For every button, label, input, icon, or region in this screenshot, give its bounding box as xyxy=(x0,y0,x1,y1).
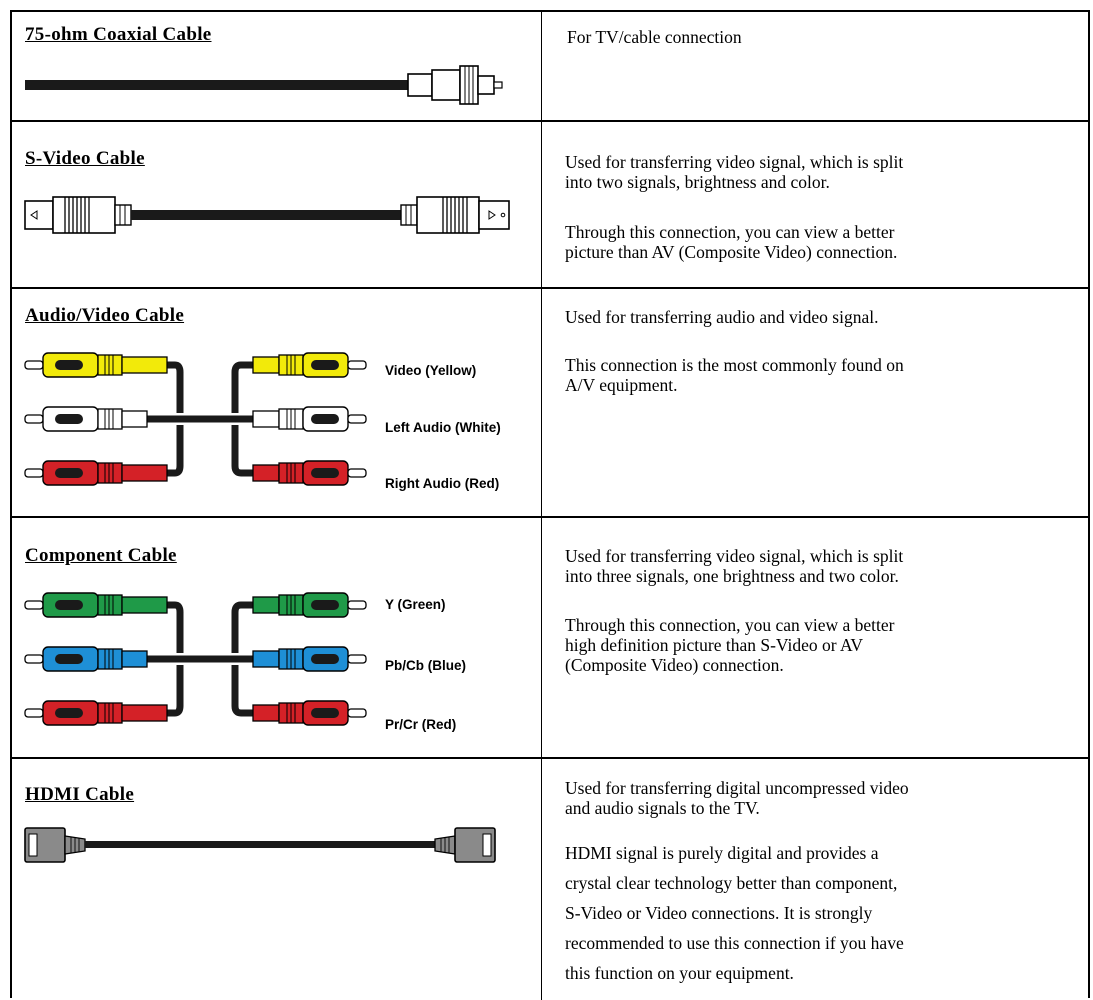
svideo-cable-illustration xyxy=(24,196,510,234)
left-plug-white xyxy=(24,406,148,432)
hdmi-description-2: HDMI signal is purely digital and provid… xyxy=(565,843,904,983)
left-plug-blue xyxy=(24,646,148,672)
right-plug-red xyxy=(252,460,367,486)
right-plug-green xyxy=(252,592,367,618)
svideo-title: S-Video Cable xyxy=(25,148,145,169)
left-plug-yellow xyxy=(24,352,168,378)
row-divider xyxy=(12,120,1090,122)
right-plug-blue xyxy=(252,646,367,672)
left-plug-green xyxy=(24,592,168,618)
row-divider xyxy=(12,516,1090,518)
component-title: Component Cable xyxy=(25,545,177,566)
component-label-pr: Pr/Cr (Red) xyxy=(385,717,457,732)
left-plug-red xyxy=(24,700,168,726)
cable-table xyxy=(10,10,1090,1000)
av-title: Audio/Video Cable xyxy=(25,305,185,326)
right-plug-yellow xyxy=(252,352,367,378)
av-description-2: This connection is the most commonly fou… xyxy=(565,355,904,395)
component-description-2: Through this connection, you can view a … xyxy=(565,615,895,675)
av-description-1: Used for transferring audio and video si… xyxy=(565,307,879,327)
row-divider xyxy=(12,287,1090,289)
left-plug-red xyxy=(24,460,168,486)
av-label-video: Video (Yellow) xyxy=(385,363,477,378)
component-label-y: Y (Green) xyxy=(385,597,446,612)
coaxial-title: 75-ohm Coaxial Cable xyxy=(25,24,212,45)
component-description-1: Used for transferring video signal, whic… xyxy=(565,546,904,586)
svideo-description-1: Used for transferring video signal, whic… xyxy=(565,152,904,192)
hdmi-description-1: Used for transferring digital uncompress… xyxy=(565,778,909,818)
av-label-left-audio: Left Audio (White) xyxy=(385,420,501,435)
right-plug-white xyxy=(252,406,367,432)
right-plug-red xyxy=(252,700,367,726)
coaxial-description: For TV/cable connection xyxy=(567,27,742,47)
component-cable-illustration xyxy=(24,592,367,726)
svideo-description-2: Through this connection, you can view a … xyxy=(565,222,898,262)
column-divider xyxy=(541,12,542,1000)
row-divider xyxy=(12,757,1090,759)
coaxial-cable-illustration xyxy=(25,65,503,105)
component-label-pb: Pb/Cb (Blue) xyxy=(385,658,466,673)
hdmi-cable-illustration xyxy=(24,827,496,863)
hdmi-title: HDMI Cable xyxy=(25,784,135,805)
av-label-right-audio: Right Audio (Red) xyxy=(385,476,500,491)
av-cable-illustration xyxy=(24,352,367,486)
